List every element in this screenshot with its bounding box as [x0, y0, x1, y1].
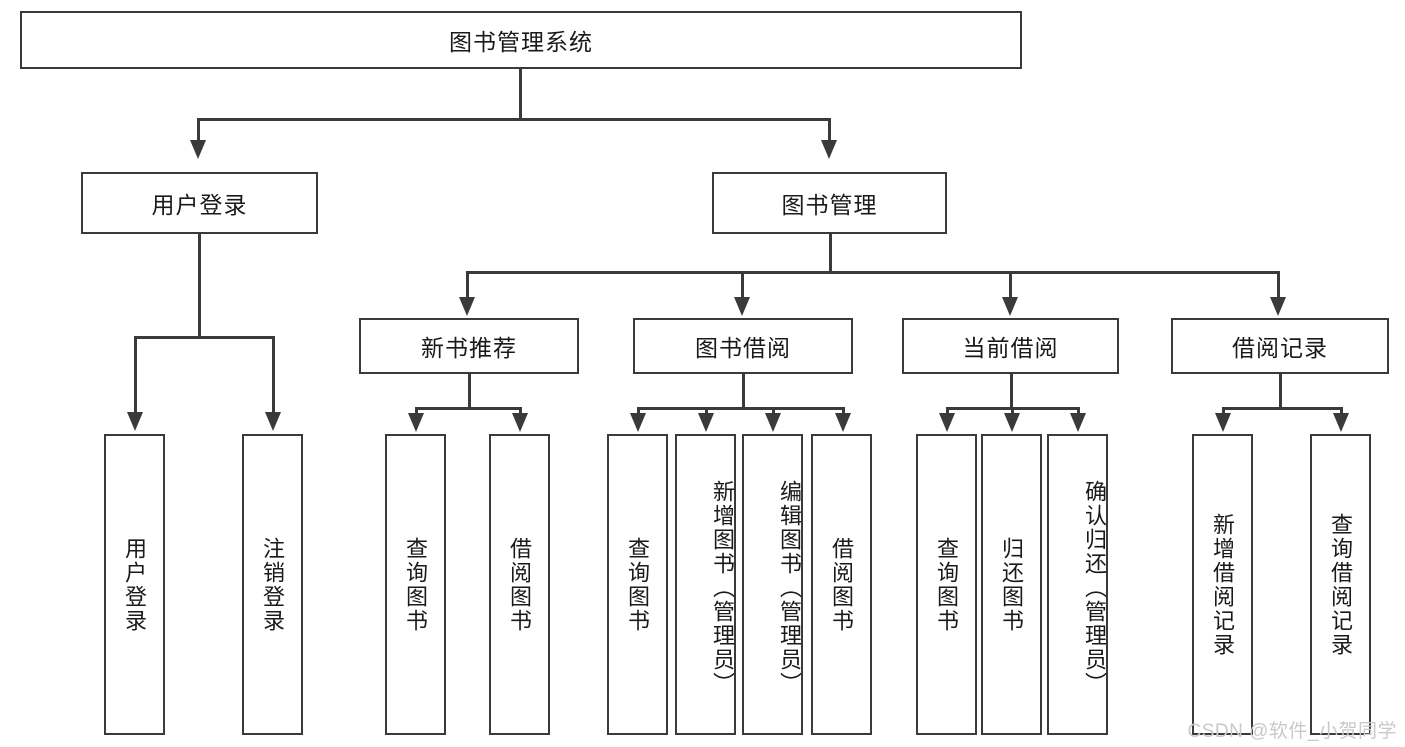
- connector-user-login-drop-1: [134, 336, 137, 414]
- connector-level3-bus: [466, 271, 1279, 274]
- connector-level3-drop-4: [1277, 271, 1280, 299]
- arrow-to-new-book: [459, 297, 475, 316]
- node-label: 图书借阅: [695, 335, 791, 361]
- node-label: 新增借阅记录: [1210, 512, 1236, 657]
- connector-level3-drop-3: [1009, 271, 1012, 299]
- connector-book-borrow-stem: [742, 374, 745, 408]
- node-label: 归还图书: [999, 536, 1025, 633]
- leaf-bb-add-book-admin[interactable]: 新增图书（管理员）: [675, 434, 736, 735]
- node-label: 查询图书: [403, 536, 429, 633]
- leaf-new-book-borrow[interactable]: 借阅图书: [489, 434, 550, 735]
- node-book-borrow[interactable]: 图书借阅: [633, 318, 853, 374]
- arrow-to-br-add: [1215, 413, 1231, 432]
- node-label: 注销登录: [260, 536, 286, 633]
- node-borrow-record[interactable]: 借阅记录: [1171, 318, 1389, 374]
- connector-book-manage-stem: [829, 234, 832, 272]
- connector-level2-bus: [197, 118, 831, 121]
- connector-new-book-drop-2: [519, 407, 522, 415]
- connector-current-borrow-drop-3: [1077, 407, 1080, 415]
- arrow-to-book-borrow: [734, 297, 750, 316]
- arrow-to-br-query: [1333, 413, 1349, 432]
- connector-user-login-bus: [134, 336, 274, 339]
- connector-book-borrow-drop-1: [637, 407, 640, 415]
- connector-borrow-record-bus: [1222, 407, 1342, 410]
- arrow-to-user-login: [190, 140, 206, 159]
- node-label: 当前借阅: [962, 335, 1059, 361]
- node-label: 查询图书: [625, 536, 651, 633]
- node-label: 编辑图书（管理员）: [777, 479, 802, 696]
- arrow-to-new-book-query: [408, 413, 424, 432]
- node-label: 确认归还（管理员）: [1082, 479, 1107, 696]
- connector-current-borrow-drop-2: [1011, 407, 1014, 415]
- node-label: 用户登录: [151, 192, 248, 218]
- arrow-to-bb-query: [630, 413, 646, 432]
- connector-borrow-record-stem: [1279, 374, 1282, 408]
- connector-book-borrow-drop-3: [772, 407, 775, 415]
- connector-level3-drop-2: [741, 271, 744, 299]
- leaf-bb-edit-book-admin[interactable]: 编辑图书（管理员）: [742, 434, 803, 735]
- connector-root-stem: [519, 69, 522, 120]
- node-book-manage[interactable]: 图书管理: [712, 172, 947, 234]
- leaf-cb-query-book[interactable]: 查询图书: [916, 434, 977, 735]
- node-label: 查询图书: [934, 536, 960, 633]
- connector-new-book-bus: [415, 407, 521, 410]
- connector-borrow-record-drop-2: [1340, 407, 1343, 415]
- arrow-to-leaf-logout: [265, 412, 281, 431]
- node-label: 图书管理: [781, 192, 878, 218]
- arrow-to-leaf-user-login: [127, 412, 143, 431]
- node-label: 查询借阅记录: [1328, 512, 1354, 657]
- connector-level3-drop-1: [466, 271, 469, 299]
- leaf-cb-confirm-return-admin[interactable]: 确认归还（管理员）: [1047, 434, 1108, 735]
- connector-level2-drop-right: [828, 118, 831, 142]
- node-label: 用户登录: [122, 536, 148, 633]
- node-user-login[interactable]: 用户登录: [81, 172, 318, 234]
- arrow-to-current-borrow: [1002, 297, 1018, 316]
- node-root-system[interactable]: 图书管理系统: [20, 11, 1022, 69]
- leaf-br-query-record[interactable]: 查询借阅记录: [1310, 434, 1371, 735]
- connector-borrow-record-drop-1: [1222, 407, 1225, 415]
- connector-new-book-stem: [468, 374, 471, 408]
- leaf-logout[interactable]: 注销登录: [242, 434, 303, 735]
- node-label: 图书管理系统: [449, 29, 593, 55]
- arrow-to-book-manage: [821, 140, 837, 159]
- connector-user-login-drop-2: [272, 336, 275, 414]
- node-label: 新书推荐: [421, 335, 517, 361]
- arrow-to-borrow-record: [1270, 297, 1286, 316]
- arrow-to-cb-return: [1004, 413, 1020, 432]
- arrow-to-bb-add: [698, 413, 714, 432]
- connector-current-borrow-stem: [1010, 374, 1013, 408]
- connector-book-borrow-drop-4: [842, 407, 845, 415]
- arrow-to-cb-confirm: [1070, 413, 1086, 432]
- connector-level2-drop-left: [197, 118, 200, 142]
- leaf-bb-borrow-book[interactable]: 借阅图书: [811, 434, 872, 735]
- leaf-new-book-query[interactable]: 查询图书: [385, 434, 446, 735]
- leaf-user-login[interactable]: 用户登录: [104, 434, 165, 735]
- leaf-bb-query-book[interactable]: 查询图书: [607, 434, 668, 735]
- csdn-watermark: CSDN @软件_小贺同学: [1187, 721, 1397, 742]
- connector-new-book-drop-1: [415, 407, 418, 415]
- leaf-br-add-record[interactable]: 新增借阅记录: [1192, 434, 1253, 735]
- leaf-cb-return-book[interactable]: 归还图书: [981, 434, 1042, 735]
- arrow-to-new-book-borrow: [512, 413, 528, 432]
- arrow-to-bb-borrow: [835, 413, 851, 432]
- arrow-to-cb-query: [939, 413, 955, 432]
- node-label: 新增图书（管理员）: [710, 479, 735, 696]
- node-new-book-recommend[interactable]: 新书推荐: [359, 318, 579, 374]
- node-label: 借阅记录: [1232, 335, 1328, 361]
- connector-user-login-stem: [198, 234, 201, 336]
- arrow-to-bb-edit: [765, 413, 781, 432]
- connector-book-borrow-bus: [637, 407, 845, 410]
- connector-current-borrow-drop-1: [946, 407, 949, 415]
- node-current-borrow[interactable]: 当前借阅: [902, 318, 1119, 374]
- connector-book-borrow-drop-2: [705, 407, 708, 415]
- node-label: 借阅图书: [507, 536, 533, 633]
- node-label: 借阅图书: [829, 536, 855, 633]
